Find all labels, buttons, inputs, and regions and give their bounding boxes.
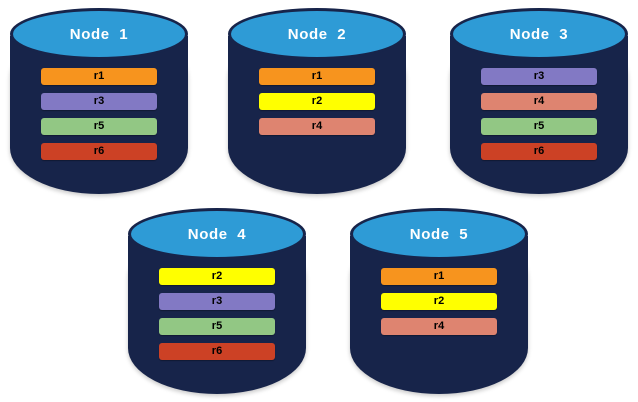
node-label: Node 4 [187, 225, 247, 243]
replica-list: r1 r2 r4 [259, 68, 375, 135]
replica-bar[interactable]: r6 [481, 143, 597, 160]
replica-bar[interactable]: r1 [381, 268, 497, 285]
node-cylinder-5[interactable]: Node 5 r1 r2 r4 [350, 206, 528, 396]
replica-bar[interactable]: r5 [481, 118, 597, 135]
node-label: Node 5 [409, 225, 469, 243]
replica-list: r2 r3 r5 r6 [159, 268, 275, 360]
cylinder-top-ellipse [228, 8, 406, 60]
replica-bar[interactable]: r4 [259, 118, 375, 135]
replica-bar[interactable]: r1 [41, 68, 157, 85]
cylinder-top-ellipse [450, 8, 628, 60]
replica-bar[interactable]: r6 [41, 143, 157, 160]
replica-bar[interactable]: r5 [159, 318, 275, 335]
node-cylinder-4[interactable]: Node 4 r2 r3 r5 r6 [128, 206, 306, 396]
replica-list: r1 r2 r4 [381, 268, 497, 335]
node-label: Node 2 [287, 25, 347, 43]
cylinder-top-ellipse [350, 208, 528, 260]
node-cylinder-1[interactable]: Node 1 r1 r3 r5 r6 [10, 6, 188, 196]
replica-bar[interactable]: r4 [481, 93, 597, 110]
replica-bar[interactable]: r2 [381, 293, 497, 310]
replica-bar[interactable]: r1 [259, 68, 375, 85]
node-label: Node 3 [509, 25, 569, 43]
replica-list: r3 r4 r5 r6 [481, 68, 597, 160]
replica-bar[interactable]: r2 [159, 268, 275, 285]
replica-bar[interactable]: r2 [259, 93, 375, 110]
replica-bar[interactable]: r3 [159, 293, 275, 310]
node-label: Node 1 [69, 25, 129, 43]
node-cylinder-2[interactable]: Node 2 r1 r2 r4 [228, 6, 406, 196]
replica-bar[interactable]: r3 [481, 68, 597, 85]
replica-bar[interactable]: r6 [159, 343, 275, 360]
node-cylinder-3[interactable]: Node 3 r3 r4 r5 r6 [450, 6, 628, 196]
replica-bar[interactable]: r5 [41, 118, 157, 135]
replica-bar[interactable]: r3 [41, 93, 157, 110]
replica-bar[interactable]: r4 [381, 318, 497, 335]
cylinder-top-ellipse [10, 8, 188, 60]
replica-list: r1 r3 r5 r6 [41, 68, 157, 160]
cylinder-top-ellipse [128, 208, 306, 260]
